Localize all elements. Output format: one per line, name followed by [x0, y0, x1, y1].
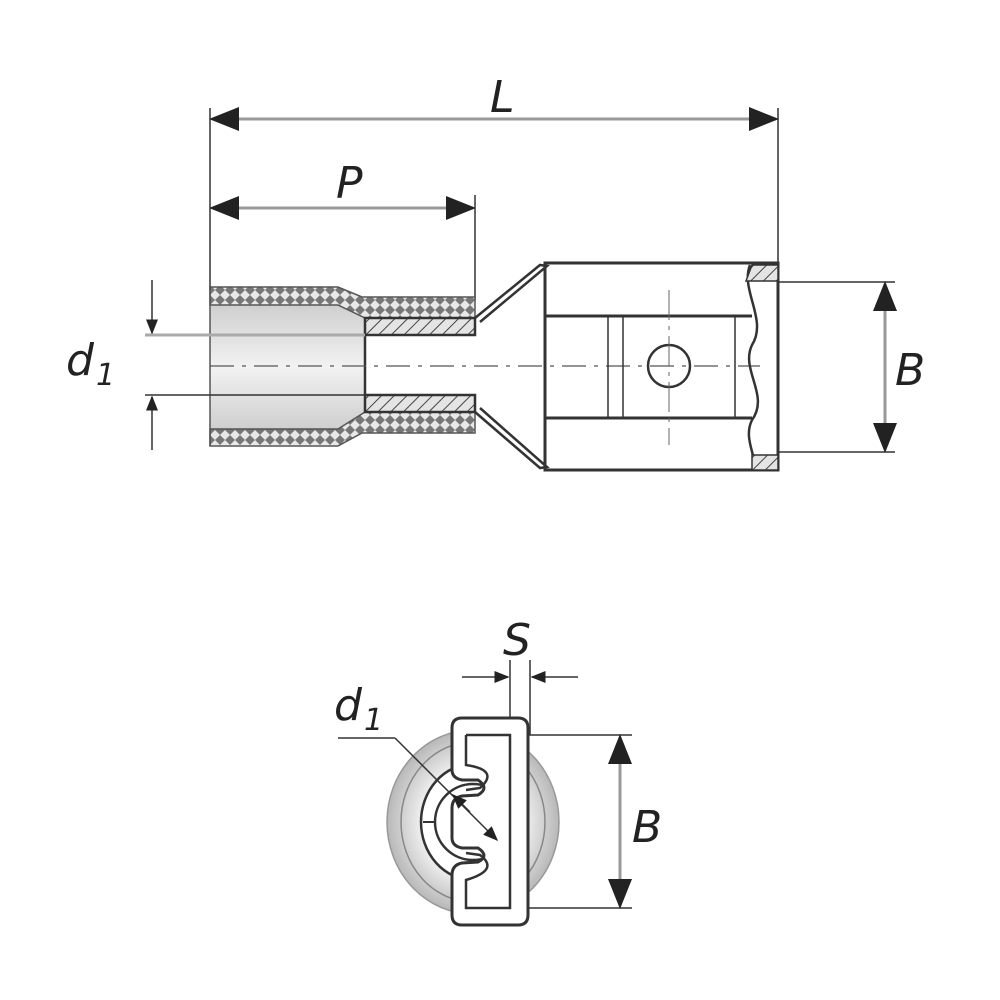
label-d1: d1 — [66, 335, 115, 393]
barrel-top-section — [363, 316, 477, 337]
end-view — [338, 660, 632, 927]
clip-outline — [450, 716, 530, 927]
barrel-bottom-section — [363, 393, 477, 414]
side-view — [145, 107, 897, 472]
label-d1-end: d1 — [334, 680, 383, 738]
label-S: S — [503, 615, 531, 666]
label-B-side: B — [895, 345, 925, 396]
label-B-end: B — [632, 802, 662, 853]
insulation-bottom — [209, 411, 476, 447]
label-P: P — [336, 158, 363, 209]
label-L: L — [490, 72, 515, 123]
